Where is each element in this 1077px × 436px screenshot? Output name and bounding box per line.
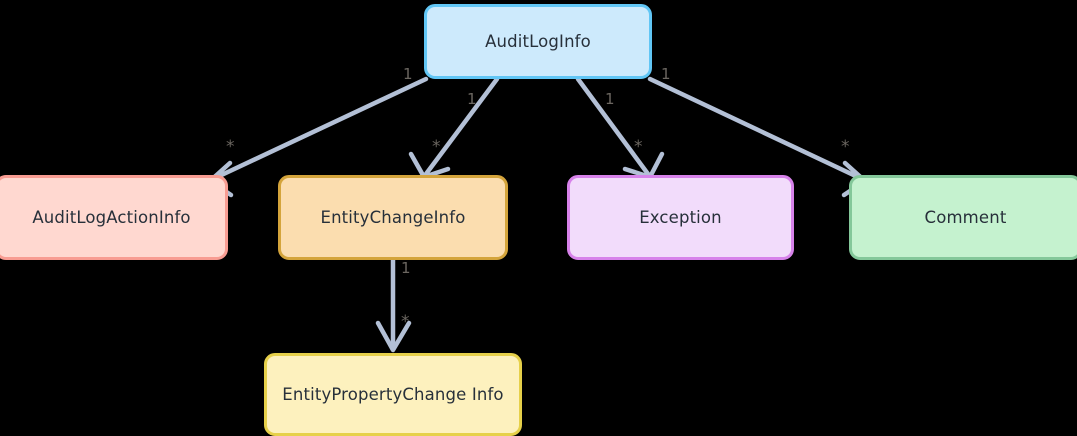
edge-multiplicity-source-entitypropertychangeinfo: 1 [401,259,411,277]
node-auditloginfo[interactable]: AuditLogInfo [424,4,652,79]
edge-auditloginfo-to-exception [575,76,665,180]
node-comment[interactable]: Comment [849,175,1077,260]
node-label: AuditLogInfo [485,31,591,51]
node-label: EntityChangeInfo [320,207,466,227]
edge-entitychangeinfo-to-entitypropertychangeinfo [375,257,412,353]
node-label: AuditLogActionInfo [32,207,191,227]
node-label: Comment [924,207,1007,227]
edge-multiplicity-target-auditlogactioninfo: * [226,137,235,157]
edge-multiplicity-target-entitypropertychangeinfo: * [401,312,410,332]
node-label: EntityPropertyChange Info [282,384,504,404]
node-auditlogactioninfo[interactable]: AuditLogActionInfo [0,175,228,260]
node-entitychangeinfo[interactable]: EntityChangeInfo [278,175,508,260]
node-entitypropertychangeinfo[interactable]: EntityPropertyChange Info [264,353,522,436]
edge-multiplicity-source-auditlogactioninfo: 1 [403,65,413,83]
edge-multiplicity-target-exception: * [634,137,643,157]
edge-multiplicity-source-exception: 1 [605,90,615,108]
node-label: Exception [639,207,722,227]
edge-multiplicity-target-comment: * [841,137,850,157]
edge-multiplicity-source-comment: 1 [661,65,671,83]
edge-multiplicity-source-entitychangeinfo: 1 [467,90,477,108]
edge-auditloginfo-to-entitychangeinfo [408,76,500,180]
edge-multiplicity-target-entitychangeinfo: * [432,137,441,157]
node-exception[interactable]: Exception [567,175,794,260]
